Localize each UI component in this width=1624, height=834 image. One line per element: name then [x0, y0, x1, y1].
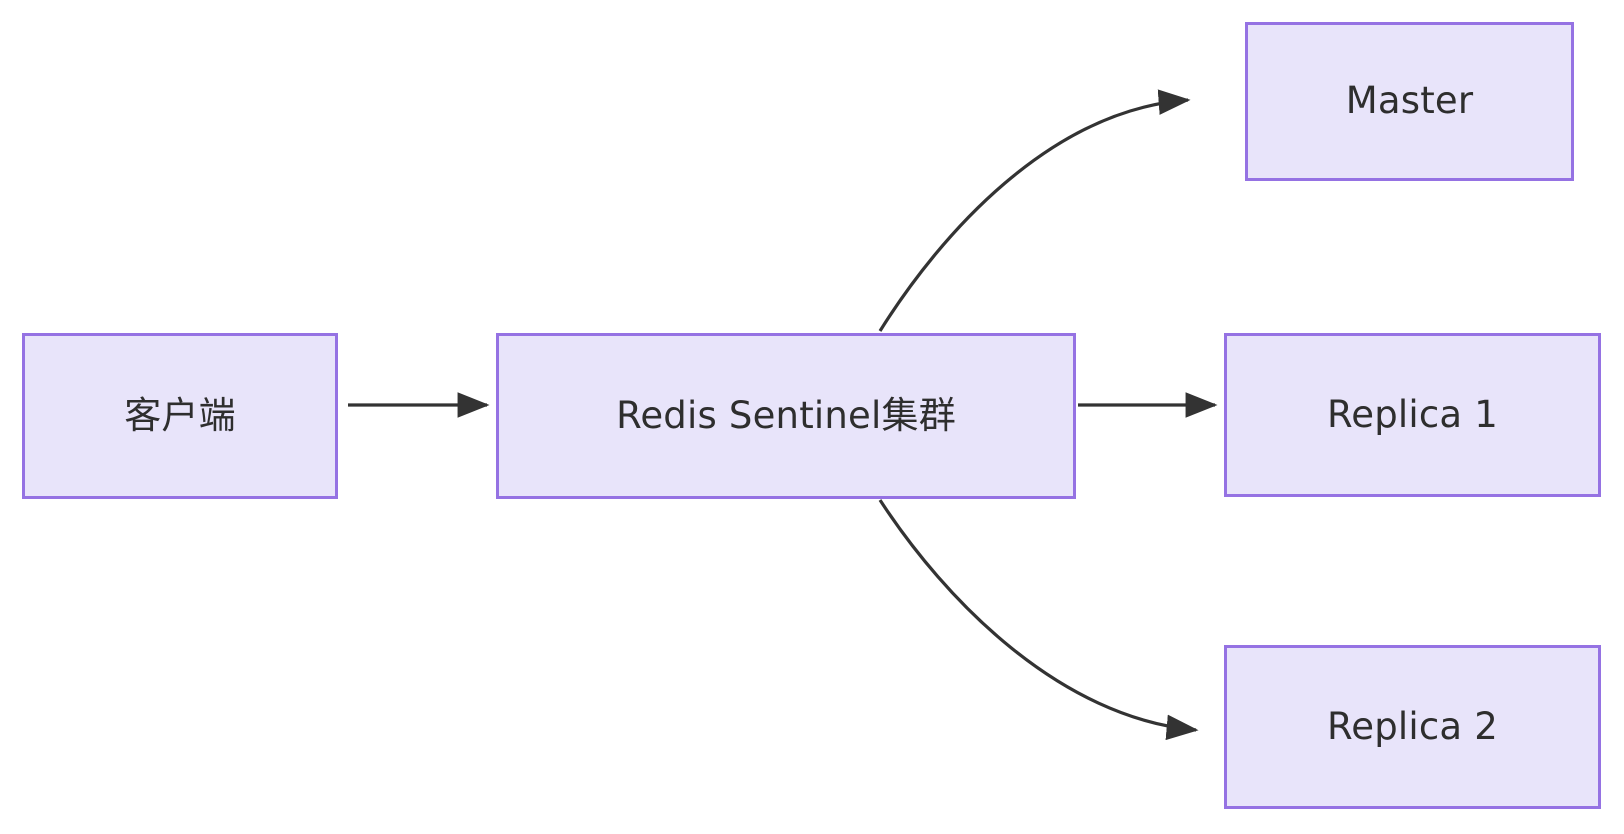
node-sentinel[interactable]: Redis Sentinel集群 [496, 333, 1076, 499]
node-master[interactable]: Master [1245, 22, 1574, 181]
edge-sentinel-to-replica-2 [878, 499, 1199, 741]
node-replica-2-label: Replica 2 [1327, 704, 1498, 748]
edge-sentinel-to-master [878, 89, 1191, 332]
node-master-label: Master [1345, 79, 1474, 123]
node-replica-1[interactable]: Replica 1 [1224, 333, 1601, 497]
node-replica-1-label: Replica 1 [1327, 392, 1498, 436]
node-sentinel-label: Redis Sentinel集群 [616, 393, 956, 437]
node-client[interactable]: 客户端 [22, 333, 338, 499]
node-client-label: 客户端 [124, 393, 236, 437]
node-replica-2[interactable]: Replica 2 [1224, 645, 1601, 809]
